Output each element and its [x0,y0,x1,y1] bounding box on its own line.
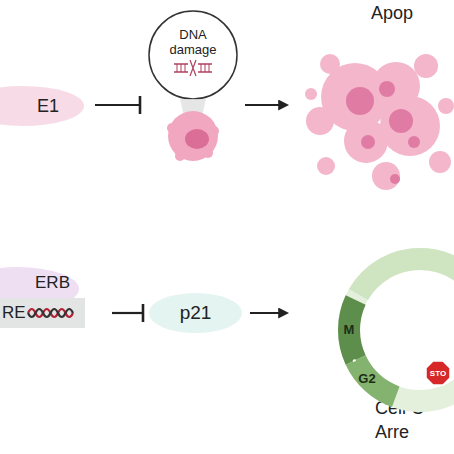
cell-body [168,111,218,161]
node-shape-canvas [148,292,243,334]
broken-dna-icon [174,60,212,76]
apoptotic-body [429,151,451,173]
cell-bump [209,126,219,136]
node-text-area: E1 [0,85,85,127]
nuclear-fragments [346,81,420,184]
m-phase-arc [349,300,356,360]
node-shape-canvas [0,266,80,312]
apoptotic-body [344,119,388,163]
p21-ellipse: p21 [148,292,243,334]
cell-bump [167,123,177,133]
node-shape-canvas [0,85,85,127]
dna-damage-circle: DNA damage [148,10,238,100]
apoptotic-body [372,162,400,190]
node-text: DNA damage [158,27,228,57]
nuclear-fragment [346,87,374,115]
apoptotic-body [380,96,440,156]
node-text: E1 [37,95,59,117]
receptor-ellipse-outline [0,267,79,311]
inhibition-connector [112,312,143,314]
dna-helix-strand [28,309,73,317]
phase-label: G2 [358,371,375,386]
node-text-area: Apop [295,0,454,200]
node-text-area: ERB [0,266,80,312]
stop-sign [426,361,450,385]
phase-separator [353,360,356,361]
apoptotic-body [414,54,438,78]
cell-bump [203,148,213,158]
response-element-box-outline [0,298,85,328]
inhibition-connector [95,104,140,106]
apoptotic-body [438,98,454,114]
apoptotic-body [317,157,335,175]
apoptotic-bodies [305,54,454,190]
dna-damage-circle-outline [149,11,237,99]
arrow-connector [245,104,287,106]
node-text-area: RE [0,298,85,328]
apoptotic-body [305,88,317,100]
arrow-connector [250,312,287,314]
nuclear-fragment [390,174,400,184]
protein-ellipse: E1 [0,85,85,127]
p21-ellipse-outline [149,293,242,333]
apoptotic-body [321,63,389,131]
protein-ellipse-outline [0,86,84,126]
node-shape-canvas [0,298,85,328]
apoptotic-body [306,107,334,135]
break-mark [190,60,196,76]
node-text-area: DNA damage [148,10,238,100]
apoptotic-body [320,54,340,74]
nuclear-fragment [408,136,420,148]
nuclear-fragment [389,109,413,133]
node-text-area: p21 [148,292,243,334]
receptor-ellipse: ERB [0,266,80,312]
cell-cycle-panel: Cell C Arre [322,250,454,450]
cycle-phase-arc [359,259,454,295]
node-text: Apop [371,2,413,24]
response-element-box: RE [0,298,85,328]
dna-helix-strand [28,309,73,317]
node-text-area: Cell C Arre [322,250,454,450]
node-text: p21 [180,302,212,324]
phase-label: M [344,322,355,337]
magnifier-cone [180,99,206,116]
nuclear-fragment [379,81,395,97]
cell-bump [175,151,185,161]
stop-sign-text: STO [430,369,446,378]
g2-phase-arc [356,360,396,397]
node-text: RE [2,303,26,323]
node-shape-canvas [148,10,238,100]
cell-cycle-ring [349,259,454,401]
nuclear-fragment [361,135,375,149]
cell-nucleus [185,129,209,149]
dna-strand [174,64,212,72]
node-text: Cell C Arre [375,396,445,444]
node-text: ERB [35,273,70,293]
dna-rung [177,64,209,72]
apoptosis-panel: Apop [295,0,454,200]
apoptotic-body [372,62,420,110]
